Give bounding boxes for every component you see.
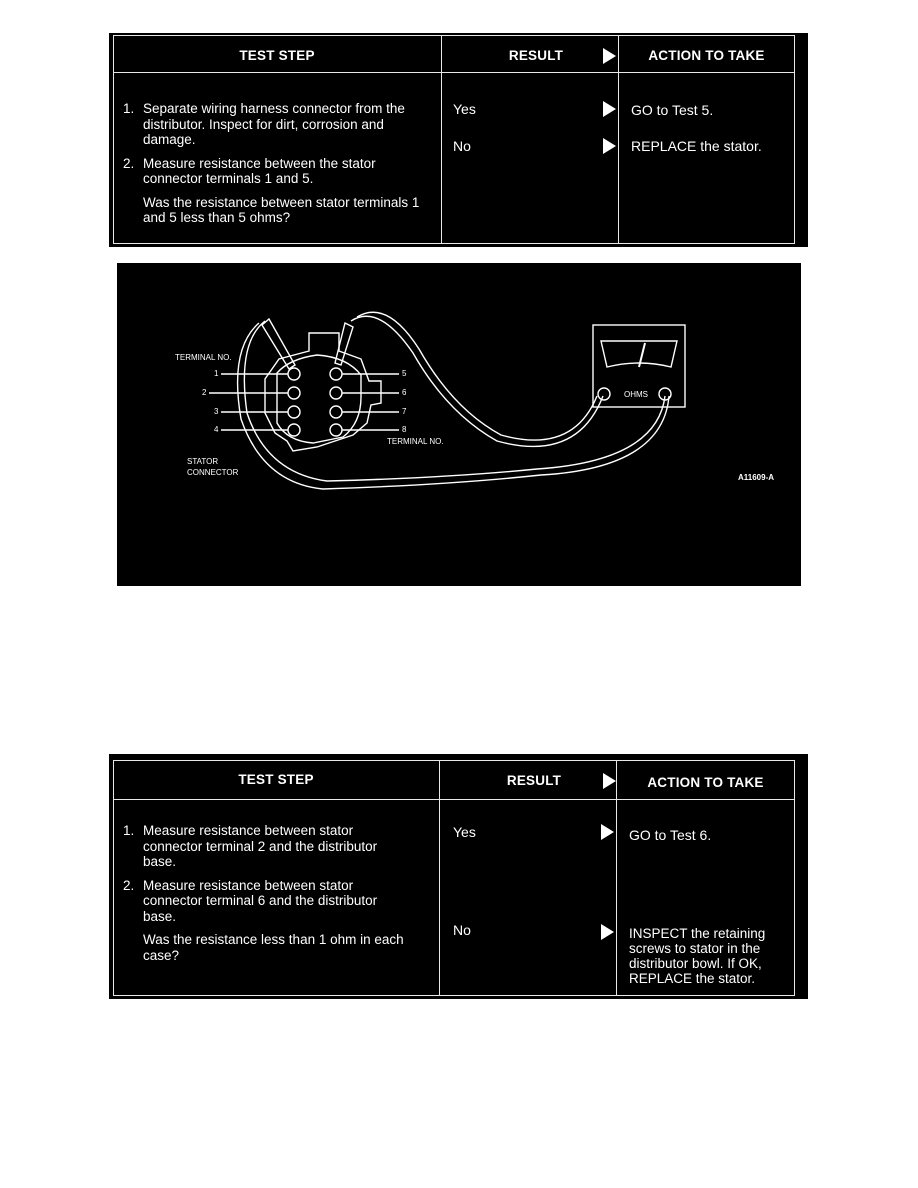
action-no: REPLACE the stator.	[631, 138, 762, 154]
terminal-label: 2	[202, 388, 207, 397]
step-question: Was the resistance less than 1 ohm in ea…	[143, 932, 404, 963]
action-yes: GO to Test 5.	[631, 102, 714, 118]
action-no: INSPECT the retaining screws to stator i…	[629, 926, 766, 986]
column-divider	[439, 760, 440, 996]
figure-code: A11609-A	[738, 473, 774, 482]
test-step-item: 2. Measure resistance between stator con…	[123, 878, 413, 925]
terminal-3	[287, 405, 301, 419]
step-number: 2.	[123, 877, 135, 893]
column-divider	[441, 35, 442, 244]
terminal-7	[329, 405, 343, 419]
test-table-2: TEST STEP RESULT ACTION TO TAKE 1. Measu…	[109, 754, 808, 999]
terminal-label: 8	[402, 425, 407, 434]
header-divider	[113, 72, 795, 73]
arrow-icon	[603, 101, 616, 117]
result-arrow-icon	[603, 48, 616, 64]
terminal-5	[329, 367, 343, 381]
test-step-item: 2. Measure resistance between the stator…	[123, 156, 425, 187]
terminal-6	[329, 386, 343, 400]
connector-body	[264, 332, 382, 452]
terminal-label: 5	[402, 369, 407, 378]
terminal-label: 6	[402, 388, 407, 397]
probe-left	[261, 317, 296, 370]
header-result: RESULT	[506, 773, 562, 788]
meter-scale	[600, 340, 678, 368]
result-no: No	[453, 922, 471, 938]
terminal-2	[287, 386, 301, 400]
connector-label: CONNECTOR	[187, 468, 239, 477]
header-action: ACTION TO TAKE	[648, 48, 765, 63]
arrow-icon	[601, 824, 614, 840]
arrow-icon	[601, 924, 614, 940]
header-action: ACTION TO TAKE	[647, 775, 764, 790]
column-divider	[618, 35, 619, 244]
terminal-label: 7	[402, 407, 407, 416]
step-number: 2.	[123, 155, 135, 171]
meter-needle	[638, 342, 646, 368]
test-steps: 1. Separate wiring harness connector fro…	[123, 101, 425, 226]
arrow-icon	[603, 138, 616, 154]
result-no: No	[453, 138, 471, 154]
step-text: Measure resistance between stator connec…	[143, 877, 378, 924]
connector-inner	[276, 354, 362, 444]
stator-label: STATOR	[187, 457, 218, 466]
step-number: 1.	[123, 823, 135, 838]
step-text: Separate wiring harness connector from t…	[143, 101, 405, 147]
test-step-item: 1. Measure resistance between stator con…	[123, 823, 413, 870]
table-frame	[113, 760, 795, 996]
terminal-8	[329, 423, 343, 437]
column-divider	[616, 760, 617, 996]
terminal-4	[287, 423, 301, 437]
result-arrow-icon	[603, 773, 616, 789]
stator-connector-diagram: TERMINAL NO. 1 2 3 4 5 6 7 8 TERMINAL NO…	[117, 263, 801, 586]
lead-right-outer	[356, 311, 598, 441]
ohmmeter-case	[592, 324, 686, 408]
step-text: Measure resistance between the stator co…	[143, 155, 376, 187]
terminal-no-right-label: TERMINAL NO.	[387, 437, 444, 446]
step-number: 1.	[123, 101, 135, 116]
diagram-drawing: TERMINAL NO. 1 2 3 4 5 6 7 8 TERMINAL NO…	[175, 311, 774, 490]
test-steps: 1. Measure resistance between stator con…	[123, 823, 413, 963]
terminal-1	[287, 367, 301, 381]
probe-right	[334, 321, 354, 366]
terminal-label: 3	[214, 407, 219, 416]
step-text: Measure resistance between stator connec…	[143, 823, 378, 869]
step-question: Was the resistance between stator termin…	[143, 194, 420, 226]
action-yes: GO to Test 6.	[629, 827, 712, 843]
lead-left-outer	[236, 322, 670, 490]
ohms-label: OHMS	[624, 390, 648, 399]
terminal-label: 1	[214, 369, 219, 378]
terminal-no-left-label: TERMINAL NO.	[175, 353, 232, 362]
header-divider	[113, 799, 795, 800]
table-frame	[113, 35, 795, 244]
meter-terminal-right	[658, 387, 672, 401]
test-step-item: 1. Separate wiring harness connector fro…	[123, 101, 425, 148]
meter-terminal-left	[597, 387, 611, 401]
terminal-label: 4	[214, 425, 219, 434]
result-yes: Yes	[453, 101, 476, 117]
result-yes: Yes	[453, 824, 476, 840]
header-test-step: TEST STEP	[239, 48, 315, 63]
header-test-step: TEST STEP	[238, 772, 314, 787]
lead-left	[243, 320, 666, 482]
test-table-1: TEST STEP RESULT ACTION TO TAKE 1. Separ…	[109, 33, 808, 247]
lead-right	[350, 315, 604, 448]
header-result: RESULT	[508, 48, 564, 63]
